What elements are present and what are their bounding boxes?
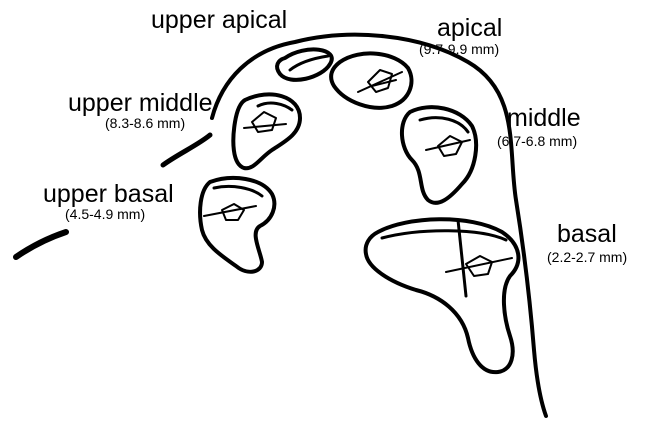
label-upper-basal-range: (4.5-4.9 mm) bbox=[65, 207, 145, 221]
label-upper-middle: upper middle bbox=[68, 91, 213, 116]
cochlear-turn-basal bbox=[366, 219, 519, 372]
cochlear-turn-upper-basal bbox=[200, 178, 274, 272]
label-apical-range: (9.7-9.9 mm) bbox=[419, 42, 499, 56]
cochlear-outer-wall-fragment bbox=[16, 232, 66, 257]
label-basal-range: (2.2-2.7 mm) bbox=[547, 250, 627, 264]
label-upper-basal: upper basal bbox=[43, 182, 174, 207]
label-middle-range: (6.7-6.8 mm) bbox=[497, 134, 577, 148]
label-upper-middle-range: (8.3-8.6 mm) bbox=[105, 116, 185, 130]
cochlear-turn-upper-middle bbox=[233, 94, 300, 168]
cochlear-outer-wall-lower-left bbox=[163, 135, 210, 165]
label-upper-apical: upper apical bbox=[151, 8, 287, 33]
cochlear-turn-middle bbox=[402, 107, 476, 203]
label-apical: apical bbox=[437, 16, 502, 41]
cochlear-turn-apical bbox=[331, 53, 411, 107]
cochlear-turn-upper-apical bbox=[277, 49, 332, 79]
label-middle: middle bbox=[507, 106, 581, 131]
label-basal: basal bbox=[557, 222, 617, 247]
